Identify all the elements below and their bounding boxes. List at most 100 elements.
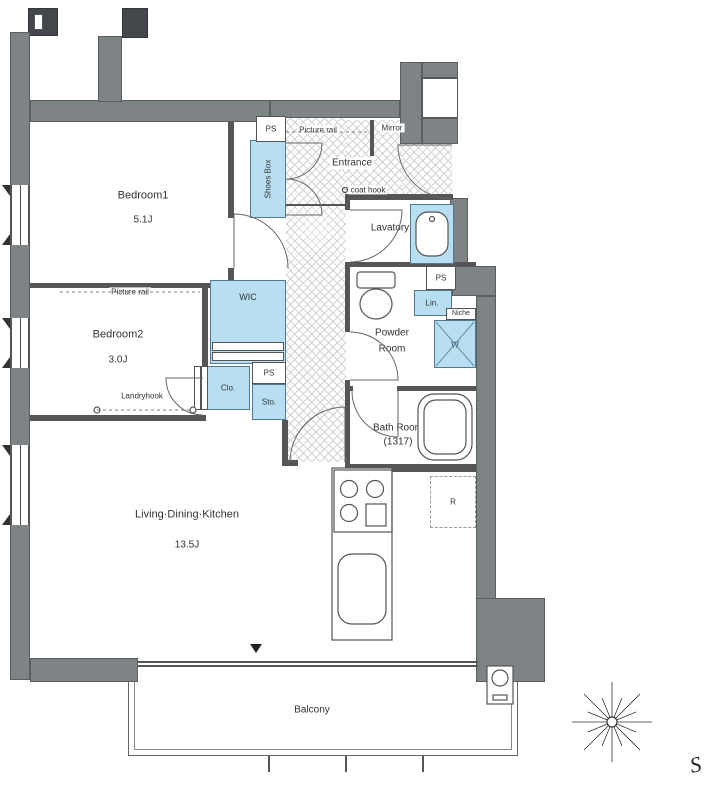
- bedroom1-door-arc: [233, 213, 289, 269]
- balcony-glass-door: [138, 661, 478, 663]
- lavatory-door-arc: [349, 209, 403, 263]
- entrance-step-line: [286, 204, 346, 206]
- closet-door: [194, 366, 201, 410]
- window-marker: [2, 357, 10, 368]
- wall-segment: [98, 36, 122, 102]
- room-label-bedroom2: Bedroom2: [92, 328, 144, 341]
- toilet-tank: [356, 271, 396, 289]
- structural-column: [122, 8, 148, 38]
- bathtub-inner: [423, 399, 467, 455]
- balcony-rail-inner: [134, 680, 512, 750]
- kitchen-sink: [337, 553, 387, 625]
- powder-room-door-arc: [349, 331, 399, 381]
- lavatory-counter: [410, 204, 454, 264]
- pipe-space-right: [426, 266, 456, 290]
- wall-segment: [270, 100, 400, 118]
- partition-wall: [202, 288, 208, 366]
- closet-door: [201, 366, 208, 410]
- room-label-lavatory: Lavatory: [370, 222, 410, 234]
- balcony-glass-door: [138, 665, 478, 667]
- wall-segment: [422, 62, 458, 78]
- wic-sliding-door: [212, 352, 284, 361]
- wall-segment: [452, 266, 496, 296]
- hallway-floor: [286, 118, 346, 462]
- label-closet: Clo.: [220, 383, 236, 393]
- label-linen: Lin.: [425, 298, 439, 308]
- balcony-rail-tick: [422, 756, 424, 772]
- bathtub: [417, 393, 473, 461]
- room-size-bedroom1: 5.1J: [133, 214, 153, 226]
- storage: [252, 384, 286, 420]
- wall-segment: [30, 658, 138, 682]
- kitchen-counter: [331, 467, 393, 641]
- mirror-bar: [370, 120, 374, 156]
- label-shoes-box: Shoes Box: [263, 159, 273, 199]
- partition-wall: [345, 464, 476, 472]
- room-label-balcony: Balcony: [294, 704, 330, 716]
- window-marker: [2, 445, 10, 456]
- wall-segment: [476, 296, 496, 600]
- partition-wall: [30, 283, 234, 288]
- door-direction-marker: [250, 644, 262, 653]
- partition-wall: [228, 122, 234, 218]
- room-size-bedroom2: 3.0J: [108, 354, 128, 366]
- window-bedroom2: [10, 318, 30, 368]
- window-marker: [2, 234, 10, 245]
- balcony-rail-tick: [268, 756, 270, 772]
- window-ldk: [10, 445, 30, 525]
- structural-column: [476, 598, 545, 682]
- label-landry-hook: Landryhook: [119, 391, 165, 401]
- meter-box-icon: [34, 14, 43, 30]
- partition-wall: [350, 262, 476, 267]
- landry-hook-icon: [93, 406, 101, 414]
- balcony-rail-outer: [128, 680, 518, 756]
- window-bedroom1: [10, 185, 30, 245]
- refrigerator-space: [430, 476, 476, 528]
- pipe-space-top: [256, 116, 286, 142]
- label-coat-hook: coat hook: [348, 185, 388, 195]
- room-size-bath: (1317): [383, 436, 413, 448]
- wall-segment: [400, 62, 422, 144]
- room-label-bath: Bath Room: [372, 422, 424, 434]
- partition-wall: [228, 268, 234, 284]
- toilet-bowl: [359, 288, 393, 320]
- window-marker: [2, 185, 10, 196]
- room-label-ldk: Living·Dining·Kitchen: [135, 508, 239, 521]
- label-ps-top: PS: [265, 124, 277, 134]
- pipe-space-mid: [252, 362, 286, 384]
- partition-wall: [345, 386, 353, 391]
- wic-sliding-door: [212, 342, 284, 351]
- partition-wall: [30, 415, 206, 421]
- partition-wall: [345, 194, 453, 200]
- balcony-rail-tick: [345, 756, 347, 772]
- compass-icon: [572, 682, 652, 762]
- label-washer: W: [451, 340, 459, 350]
- partition-wall: [345, 194, 350, 210]
- partition-wall: [345, 380, 350, 466]
- stove-burner: [339, 503, 359, 523]
- compass-south-letter: S: [687, 751, 704, 778]
- closet: [206, 366, 250, 410]
- compass-center: [606, 716, 618, 728]
- entrance-door-floor: [402, 142, 452, 200]
- stove-grill: [365, 503, 387, 527]
- meter-box: [28, 8, 58, 36]
- partition-wall: [397, 386, 476, 391]
- room-label-bedroom1: Bedroom1: [117, 189, 169, 202]
- room-label-wic: WIC: [239, 291, 257, 302]
- label-storage: Sto.: [261, 397, 277, 407]
- niche-shelf: [446, 308, 476, 320]
- label-picture-rail-entrance: Picture rail: [297, 125, 339, 135]
- stove: [333, 469, 393, 533]
- room-label-powder-1: Powder: [375, 327, 409, 339]
- window-marker: [2, 318, 10, 329]
- wall-segment: [30, 100, 270, 122]
- stove-burner: [339, 479, 359, 499]
- label-ps-mid: PS: [263, 368, 275, 378]
- label-niche: Niche: [452, 309, 470, 317]
- label-refrigerator: R: [450, 497, 456, 507]
- room-label-entrance: Entrance: [329, 157, 375, 169]
- room-label-powder-2: Room: [378, 343, 406, 355]
- label-mirror: Mirror: [379, 123, 405, 133]
